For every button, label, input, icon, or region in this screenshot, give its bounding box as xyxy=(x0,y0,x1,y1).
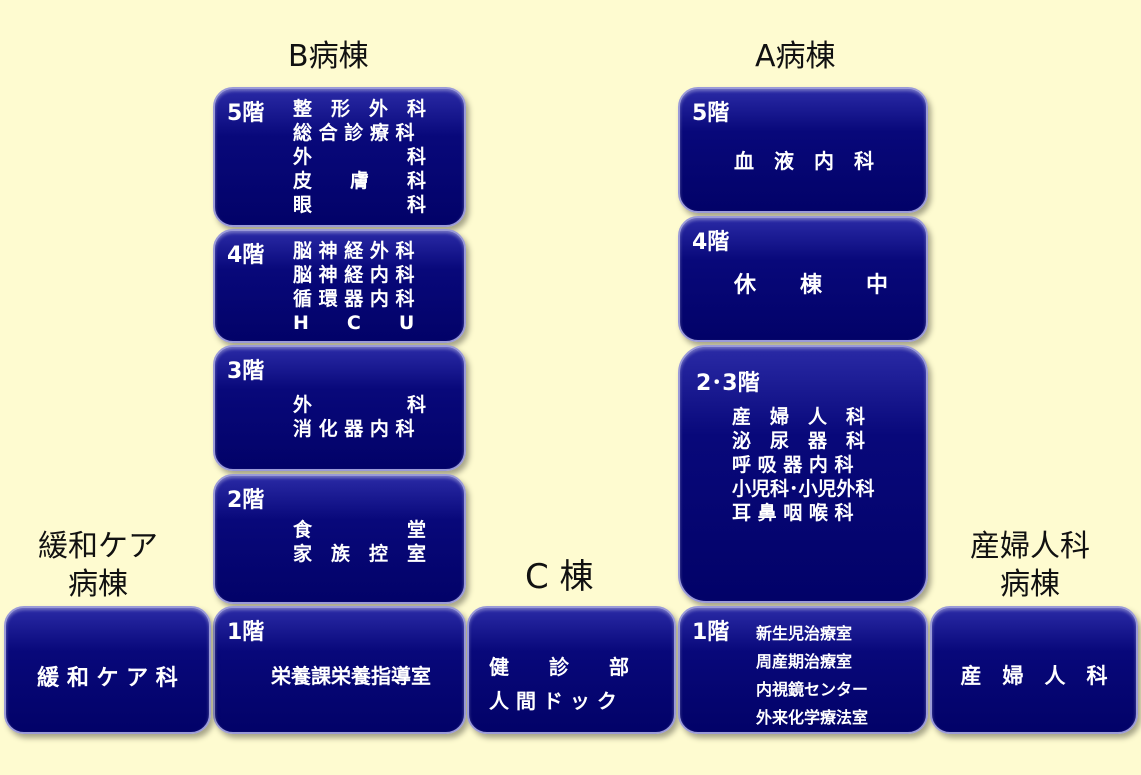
maternity-ward-label: 産婦人科 病棟 xyxy=(970,528,1090,604)
dept-list: 産 婦 人 科 泌 尿 器 科 呼 吸 器 内 科 小児科･小児外科 耳 鼻 咽… xyxy=(732,405,875,525)
floor-label: 4階 xyxy=(692,230,730,255)
dept-list: 新生児治療室 周産期治療室 内視鏡センター 外来化学療法室 xyxy=(756,620,868,732)
b-floor-4[interactable]: 4階 脳 神 経 外 科 脳 神 経 内 科 循 環 器 内 科 H C U xyxy=(213,229,466,343)
b-floor-2[interactable]: 2階 食 堂 家 族 控 室 xyxy=(213,474,466,604)
floor-label: 2･3階 xyxy=(696,371,760,396)
dept-list: 脳 神 経 外 科 脳 神 経 内 科 循 環 器 内 科 H C U xyxy=(293,239,414,335)
dept-item: 皮 膚 科 xyxy=(293,170,427,192)
dept-item: 外 科 xyxy=(293,146,427,168)
a-floor-4[interactable]: 4階 休 棟 中 xyxy=(678,216,928,342)
floor-label: 3階 xyxy=(227,359,265,384)
dept-item: 眼 科 xyxy=(293,194,427,216)
a-floor-5[interactable]: 5階 血 液 内 科 xyxy=(678,87,928,213)
dept-item: 総 合 診 療 科 xyxy=(293,122,415,144)
floor-label: 1階 xyxy=(227,620,265,645)
dept-list: 食 堂 家 族 控 室 xyxy=(293,518,426,566)
dept-item: 整 形 外 科 xyxy=(293,98,427,120)
a-floor-1[interactable]: 1階 新生児治療室 周産期治療室 内視鏡センター 外来化学療法室 xyxy=(678,606,928,734)
dept-item: 家 族 控 室 xyxy=(293,543,427,565)
dept-list: 健 診 部 人 間 ド ッ ク xyxy=(489,650,629,718)
dept-item: 人 間 ド ッ ク xyxy=(489,689,617,713)
dept-item: 呼 吸 器 内 科 xyxy=(732,454,854,476)
dept-item: 周産期治療室 xyxy=(756,652,853,671)
dept-item: 栄養課栄養指導室 xyxy=(271,664,431,688)
a-building-label: A病棟 xyxy=(755,39,836,74)
b-floor-3[interactable]: 3階 外 科 消 化 器 内 科 xyxy=(213,345,466,471)
dept-item: 消 化 器 内 科 xyxy=(293,418,415,440)
dept-item: H C U xyxy=(293,312,415,334)
dept-item: 小児科･小児外科 xyxy=(732,478,875,500)
c-building[interactable]: 健 診 部 人 間 ド ッ ク xyxy=(467,606,676,734)
a-floor-2-3[interactable]: 2･3階 産 婦 人 科 泌 尿 器 科 呼 吸 器 内 科 小児科･小児外科 … xyxy=(678,345,928,603)
dept-item: 健 診 部 xyxy=(489,655,629,679)
maternity-label-line-1: 産婦人科 xyxy=(970,529,1090,564)
dept-item: 循 環 器 内 科 xyxy=(293,288,415,310)
floor-label: 1階 xyxy=(692,620,730,645)
floor-label: 2階 xyxy=(227,488,265,513)
dept-list: 外 科 消 化 器 内 科 xyxy=(293,393,426,441)
dept-item: 休 棟 中 xyxy=(734,273,889,298)
palliative-ward[interactable]: 緩 和 ケ ア 科 xyxy=(4,606,211,734)
dept-item: 産 婦 人 科 xyxy=(960,664,1108,688)
dept-item: 産 婦 人 科 xyxy=(732,406,866,428)
maternity-ward[interactable]: 産 婦 人 科 xyxy=(930,606,1138,734)
dept-item: 泌 尿 器 科 xyxy=(732,430,866,452)
palliative-label-line-2: 病棟 xyxy=(68,567,128,602)
dept-item: 緩 和 ケ ア 科 xyxy=(37,666,178,691)
palliative-ward-label: 緩和ケア 病棟 xyxy=(38,528,158,604)
dept-item: 内視鏡センター xyxy=(756,680,869,699)
dept-item: 食 堂 xyxy=(293,519,427,541)
dept-list: 整 形 外 科 総 合 診 療 科 外 科 皮 膚 科 眼 科 xyxy=(293,97,426,217)
dept-item: 耳 鼻 咽 喉 科 xyxy=(732,502,854,524)
dept-item: 脳 神 経 外 科 xyxy=(293,240,415,262)
dept-item: 血 液 内 科 xyxy=(734,149,874,173)
dept-item: 脳 神 経 内 科 xyxy=(293,264,415,286)
floor-label: 5階 xyxy=(692,101,730,126)
b-floor-1[interactable]: 1階 栄養課栄養指導室 xyxy=(213,606,466,734)
maternity-label-line-2: 病棟 xyxy=(1000,567,1060,602)
floor-label: 5階 xyxy=(227,101,265,126)
b-building-label: B病棟 xyxy=(288,39,369,74)
floor-label: 4階 xyxy=(227,243,265,268)
palliative-label-line-1: 緩和ケア xyxy=(38,529,158,564)
b-floor-5[interactable]: 5階 整 形 外 科 総 合 診 療 科 外 科 皮 膚 科 眼 科 xyxy=(213,87,466,227)
dept-item: 外 科 xyxy=(293,394,427,416)
dept-item: 外来化学療法室 xyxy=(756,708,869,727)
dept-item: 新生児治療室 xyxy=(756,624,853,643)
c-building-label: C 棟 xyxy=(525,557,594,597)
